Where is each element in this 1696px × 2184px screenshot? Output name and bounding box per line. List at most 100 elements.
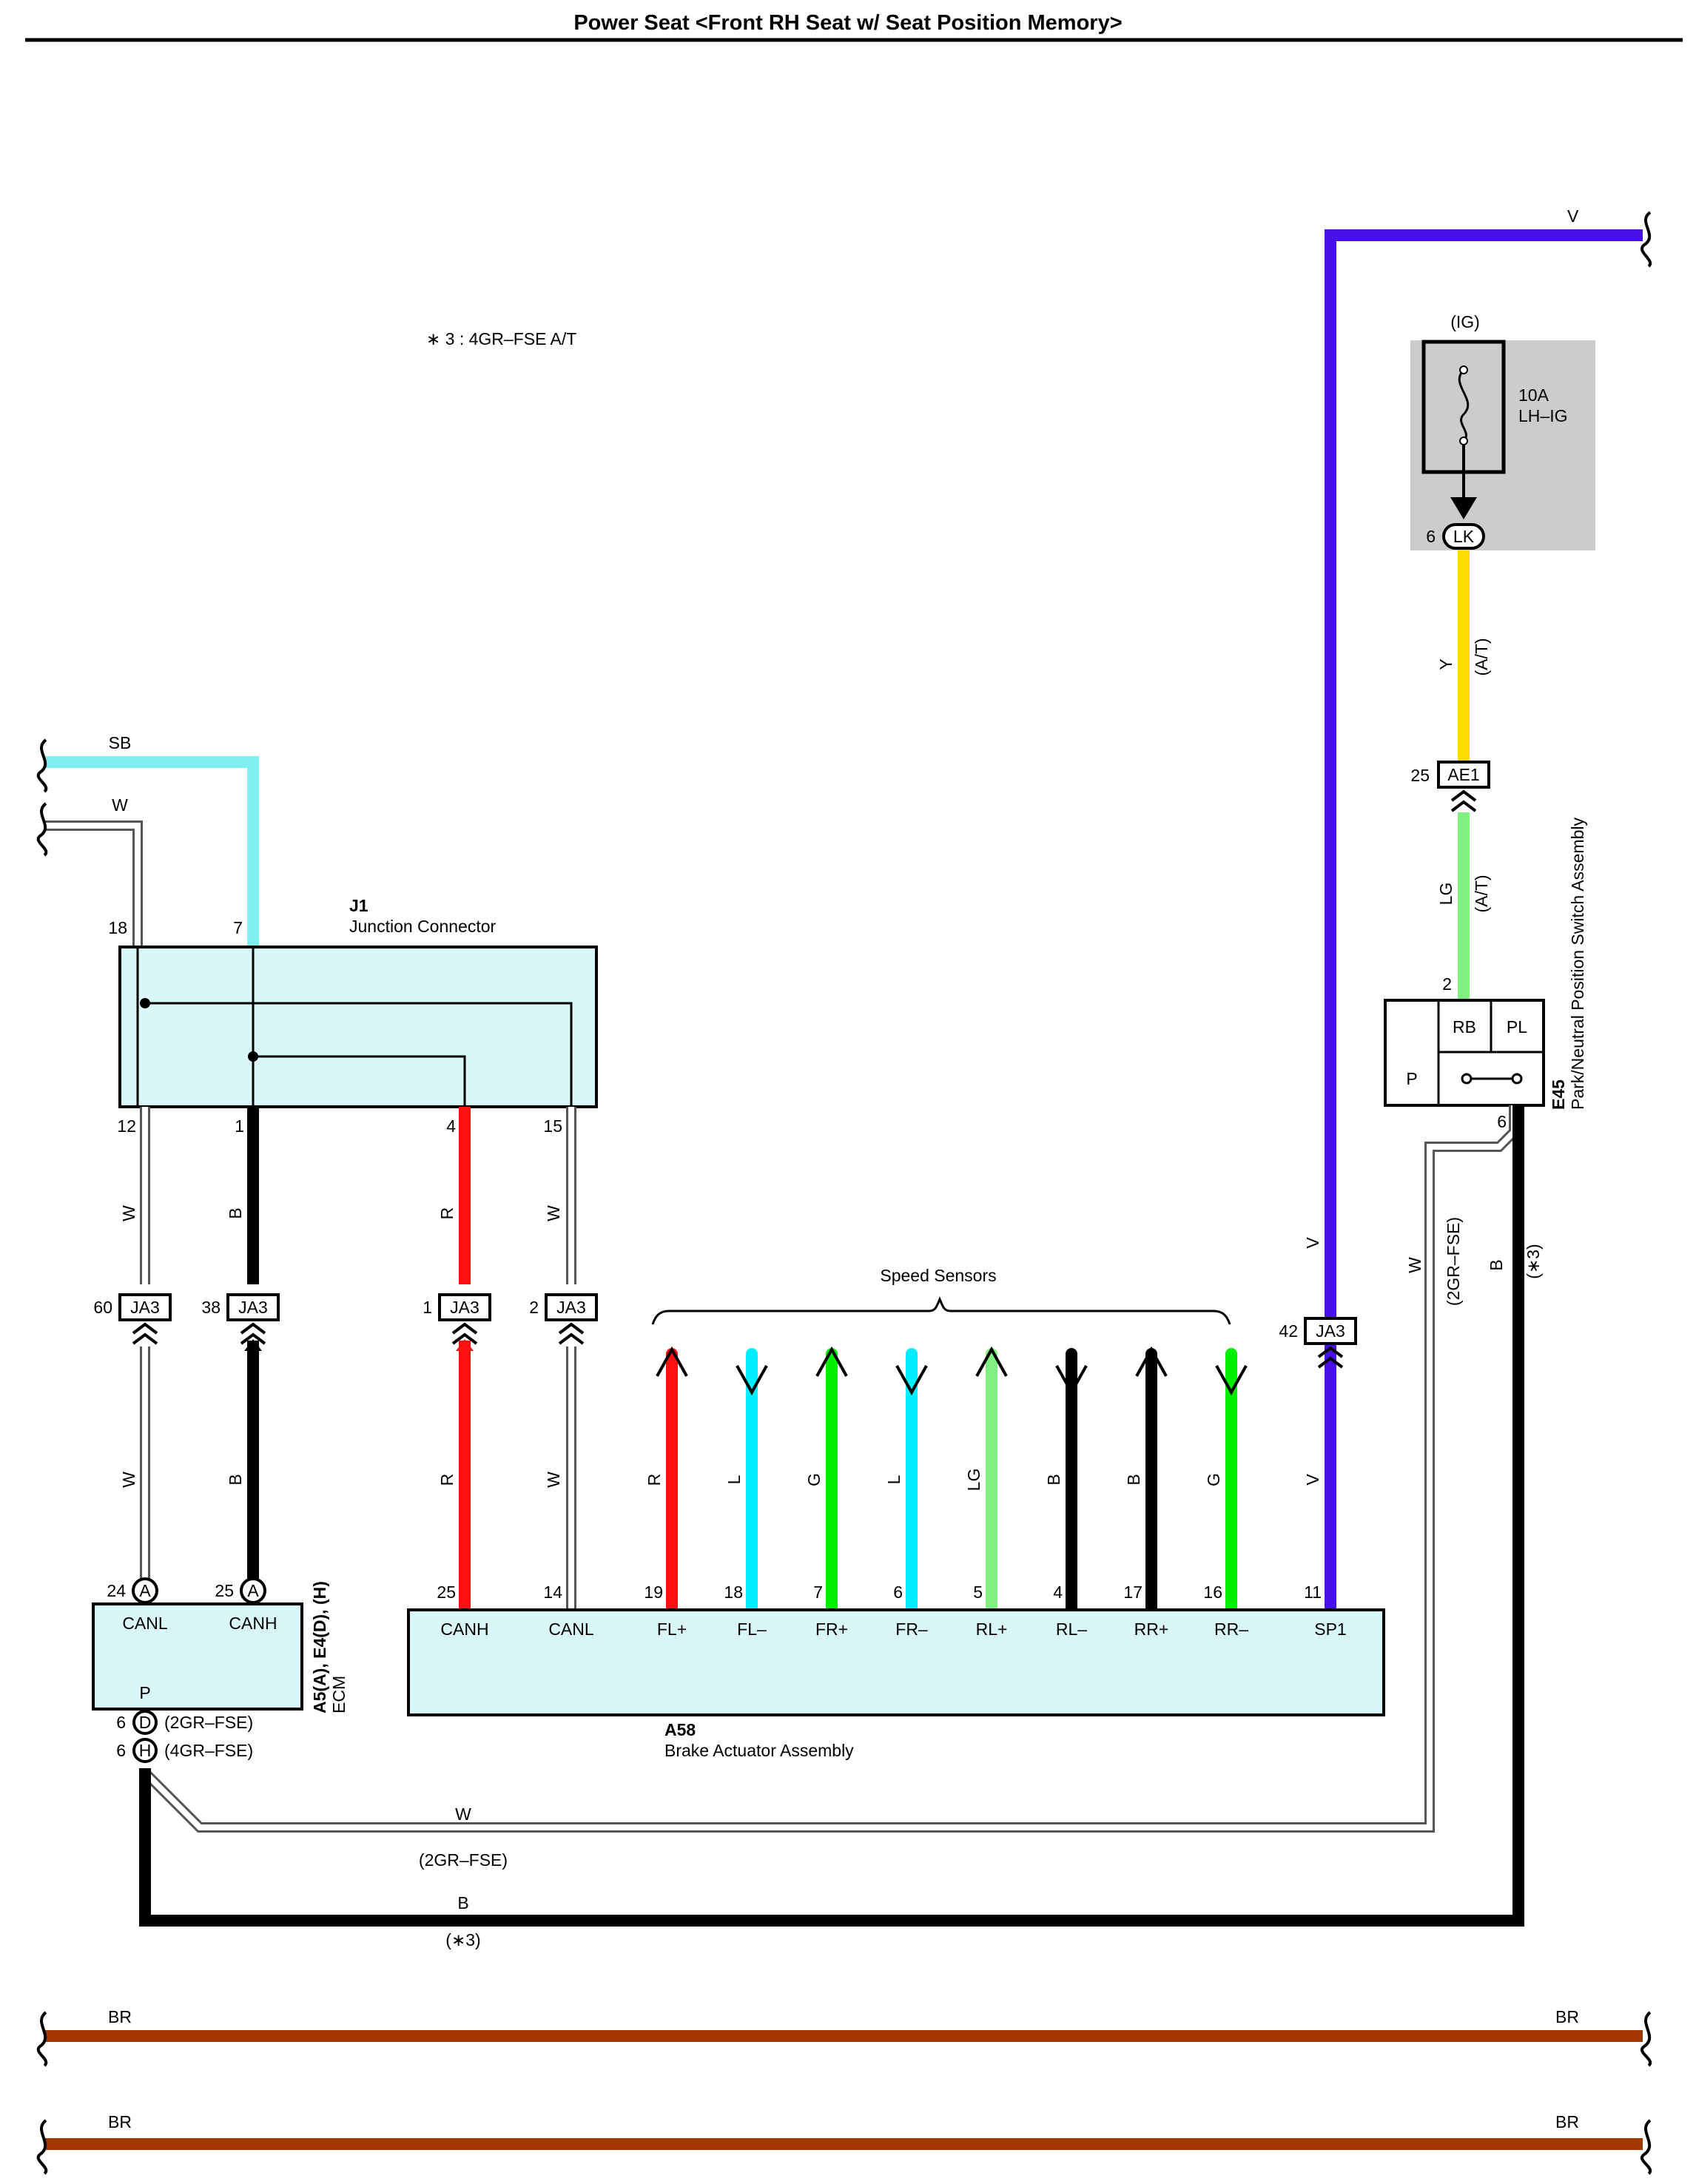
ja3-label: JA3	[1316, 1321, 1345, 1341]
ecm-connector-h6: H 6 (4GR–FSE)	[116, 1738, 253, 1763]
speed-sensor-wire-label: R	[645, 1474, 664, 1486]
page-title: Power Seat <Front RH Seat w/ Seat Positi…	[573, 11, 1122, 35]
wire-label-br1-right: BR	[1555, 2007, 1579, 2026]
sensor-signal-up-arrow-icon	[1135, 1346, 1168, 1377]
ja3-pin: 2	[529, 1298, 539, 1317]
wire-label-ecm-in-b: B	[226, 1474, 245, 1485]
ja3-connector-42: JA3 42	[1279, 1317, 1357, 1369]
mating-chevron-icon	[240, 1322, 266, 1345]
j1-top-pin-18: 18	[108, 918, 127, 937]
wire-direction-arrow-icon	[456, 1339, 474, 1351]
ja3-box	[545, 1293, 598, 1321]
ja3-connector-60: JA3 60	[93, 1293, 172, 1345]
a58-pin-label: FR–	[895, 1620, 928, 1639]
j1-top-pin-7: 7	[233, 918, 243, 937]
wire-continuation-break-icon	[1641, 2119, 1652, 2175]
a58-name: Brake Actuator Assembly	[664, 1741, 854, 1760]
a58-pin-number: 14	[543, 1583, 562, 1602]
ja3-pin: 42	[1279, 1321, 1298, 1341]
j1-bottom-pin-1: 1	[235, 1116, 244, 1136]
wire-label-ecm-in-r: R	[437, 1474, 457, 1486]
speed-sensor-wire-label: B	[1124, 1474, 1143, 1485]
note-star3: ∗ 3 : 4GR–FSE A/T	[426, 329, 576, 348]
a58-pin-number: 4	[1053, 1583, 1063, 1602]
ae1-connector-label: AE1	[1447, 765, 1479, 784]
j1-splice-dot	[248, 1051, 258, 1062]
ja3-box	[118, 1293, 172, 1321]
ae1-connector	[1437, 761, 1490, 789]
wire-label-lg: LG	[1436, 883, 1456, 906]
wire-label-bottom-b-note: (∗3)	[445, 1930, 480, 1949]
sensor-signal-up-arrow-icon	[975, 1346, 1008, 1377]
ecm-pin-label-canh: CANH	[229, 1614, 277, 1633]
fuse-block-header: (IG)	[1450, 312, 1480, 331]
mating-chevron-icon	[558, 1322, 585, 1345]
j1-internal-link-w	[145, 1002, 573, 1107]
a58-pin-number: 19	[644, 1583, 663, 1602]
wire-continuation-break-icon	[1641, 2011, 1652, 2067]
a58-pin-label: FR+	[815, 1620, 848, 1639]
wire-label-br2-left: BR	[108, 2112, 132, 2131]
ecm-pin-num: 24	[107, 1581, 126, 1600]
wire-label-lg-note: (A/T)	[1472, 874, 1491, 912]
a58-pin-label: RL–	[1056, 1620, 1087, 1639]
wire-label-br2-right: BR	[1555, 2112, 1579, 2131]
wire-label-e45-w-note: (2GR–FSE)	[1444, 1217, 1463, 1306]
e45-contact-left	[1461, 1073, 1473, 1085]
wire-v	[1325, 229, 1643, 1609]
lk-connector	[1442, 523, 1485, 550]
mating-chevron-icon	[1317, 1346, 1344, 1369]
wire-label-e45-w: W	[1405, 1257, 1424, 1273]
fuse-rating: 10A	[1518, 385, 1549, 405]
e45-pin-bottom: 6	[1497, 1112, 1507, 1131]
a58-pins: 25CANH14CANL19FL+18FL–7FR+6FR–5RL+4RL–17…	[437, 1583, 1346, 1639]
ja3-pin: 1	[423, 1298, 432, 1317]
wire-continuation-break-icon	[1641, 211, 1652, 268]
sensor-signal-down-arrow-icon	[736, 1365, 768, 1396]
ecm-code: A5(A), E4(D), (H)	[310, 1581, 329, 1713]
a58-pin-label: RL+	[976, 1620, 1008, 1639]
ja3-box	[1304, 1317, 1357, 1345]
speed-sensor-wire-label: B	[1044, 1474, 1063, 1485]
fuse-terminal-top	[1459, 365, 1468, 374]
a58-pin-number: 6	[893, 1583, 903, 1602]
ja3-label: JA3	[450, 1298, 479, 1317]
wire-b-star3	[139, 1105, 1524, 1927]
a58-pin-label: RR–	[1214, 1620, 1248, 1639]
mating-chevron-icon	[132, 1322, 158, 1345]
ecm-connector-d6: D 6 (2GR–FSE)	[116, 1710, 253, 1735]
wire-label-j1-out-w1: W	[119, 1205, 138, 1221]
ae1-pin-number: 25	[1410, 766, 1430, 785]
wire-label-ecm-in-w1: W	[119, 1472, 138, 1488]
j1-splice-dot	[140, 998, 150, 1008]
ecm-p-pin-note: (2GR–FSE)	[164, 1713, 253, 1732]
wire-label-j1-out-w2: W	[544, 1205, 563, 1221]
wire-label-v-mid: V	[1303, 1237, 1322, 1249]
ja3-label: JA3	[130, 1298, 160, 1317]
wire-label-j1-out-b: B	[226, 1207, 245, 1219]
ae1-mating-chevron-icon	[1450, 789, 1477, 812]
ecm-box	[92, 1602, 303, 1711]
ecm-p-pin-num: 6	[116, 1741, 126, 1760]
fuse-output-arrow-icon	[1450, 497, 1477, 519]
speed-sensors-label: Speed Sensors	[880, 1266, 996, 1285]
ja3-connector-1: JA3 1	[423, 1293, 491, 1345]
ecm-p-pin-conn: H	[139, 1741, 152, 1760]
ecm-connector-a25: A 25	[215, 1577, 266, 1604]
a58-pin-number: 5	[973, 1583, 983, 1602]
j1-bottom-pin-12: 12	[117, 1116, 136, 1136]
a58-pin-number: 16	[1203, 1583, 1222, 1602]
e45-cell-pl: PL	[1507, 1017, 1527, 1037]
wire-continuation-break-icon	[36, 2011, 48, 2067]
wire-label-bottom-b: B	[457, 1893, 468, 1912]
a58-pin-number: 7	[813, 1583, 823, 1602]
wire-label-br1-left: BR	[108, 2007, 132, 2026]
fuse-name: LH–IG	[1518, 406, 1567, 425]
mating-chevron-icon	[451, 1322, 478, 1345]
a58-pin-number: 17	[1123, 1583, 1143, 1602]
a58-pin-label: CANL	[548, 1620, 594, 1639]
ecm-p-pin-note: (4GR–FSE)	[164, 1741, 253, 1760]
a58-pin-label: SP1	[1314, 1620, 1346, 1639]
